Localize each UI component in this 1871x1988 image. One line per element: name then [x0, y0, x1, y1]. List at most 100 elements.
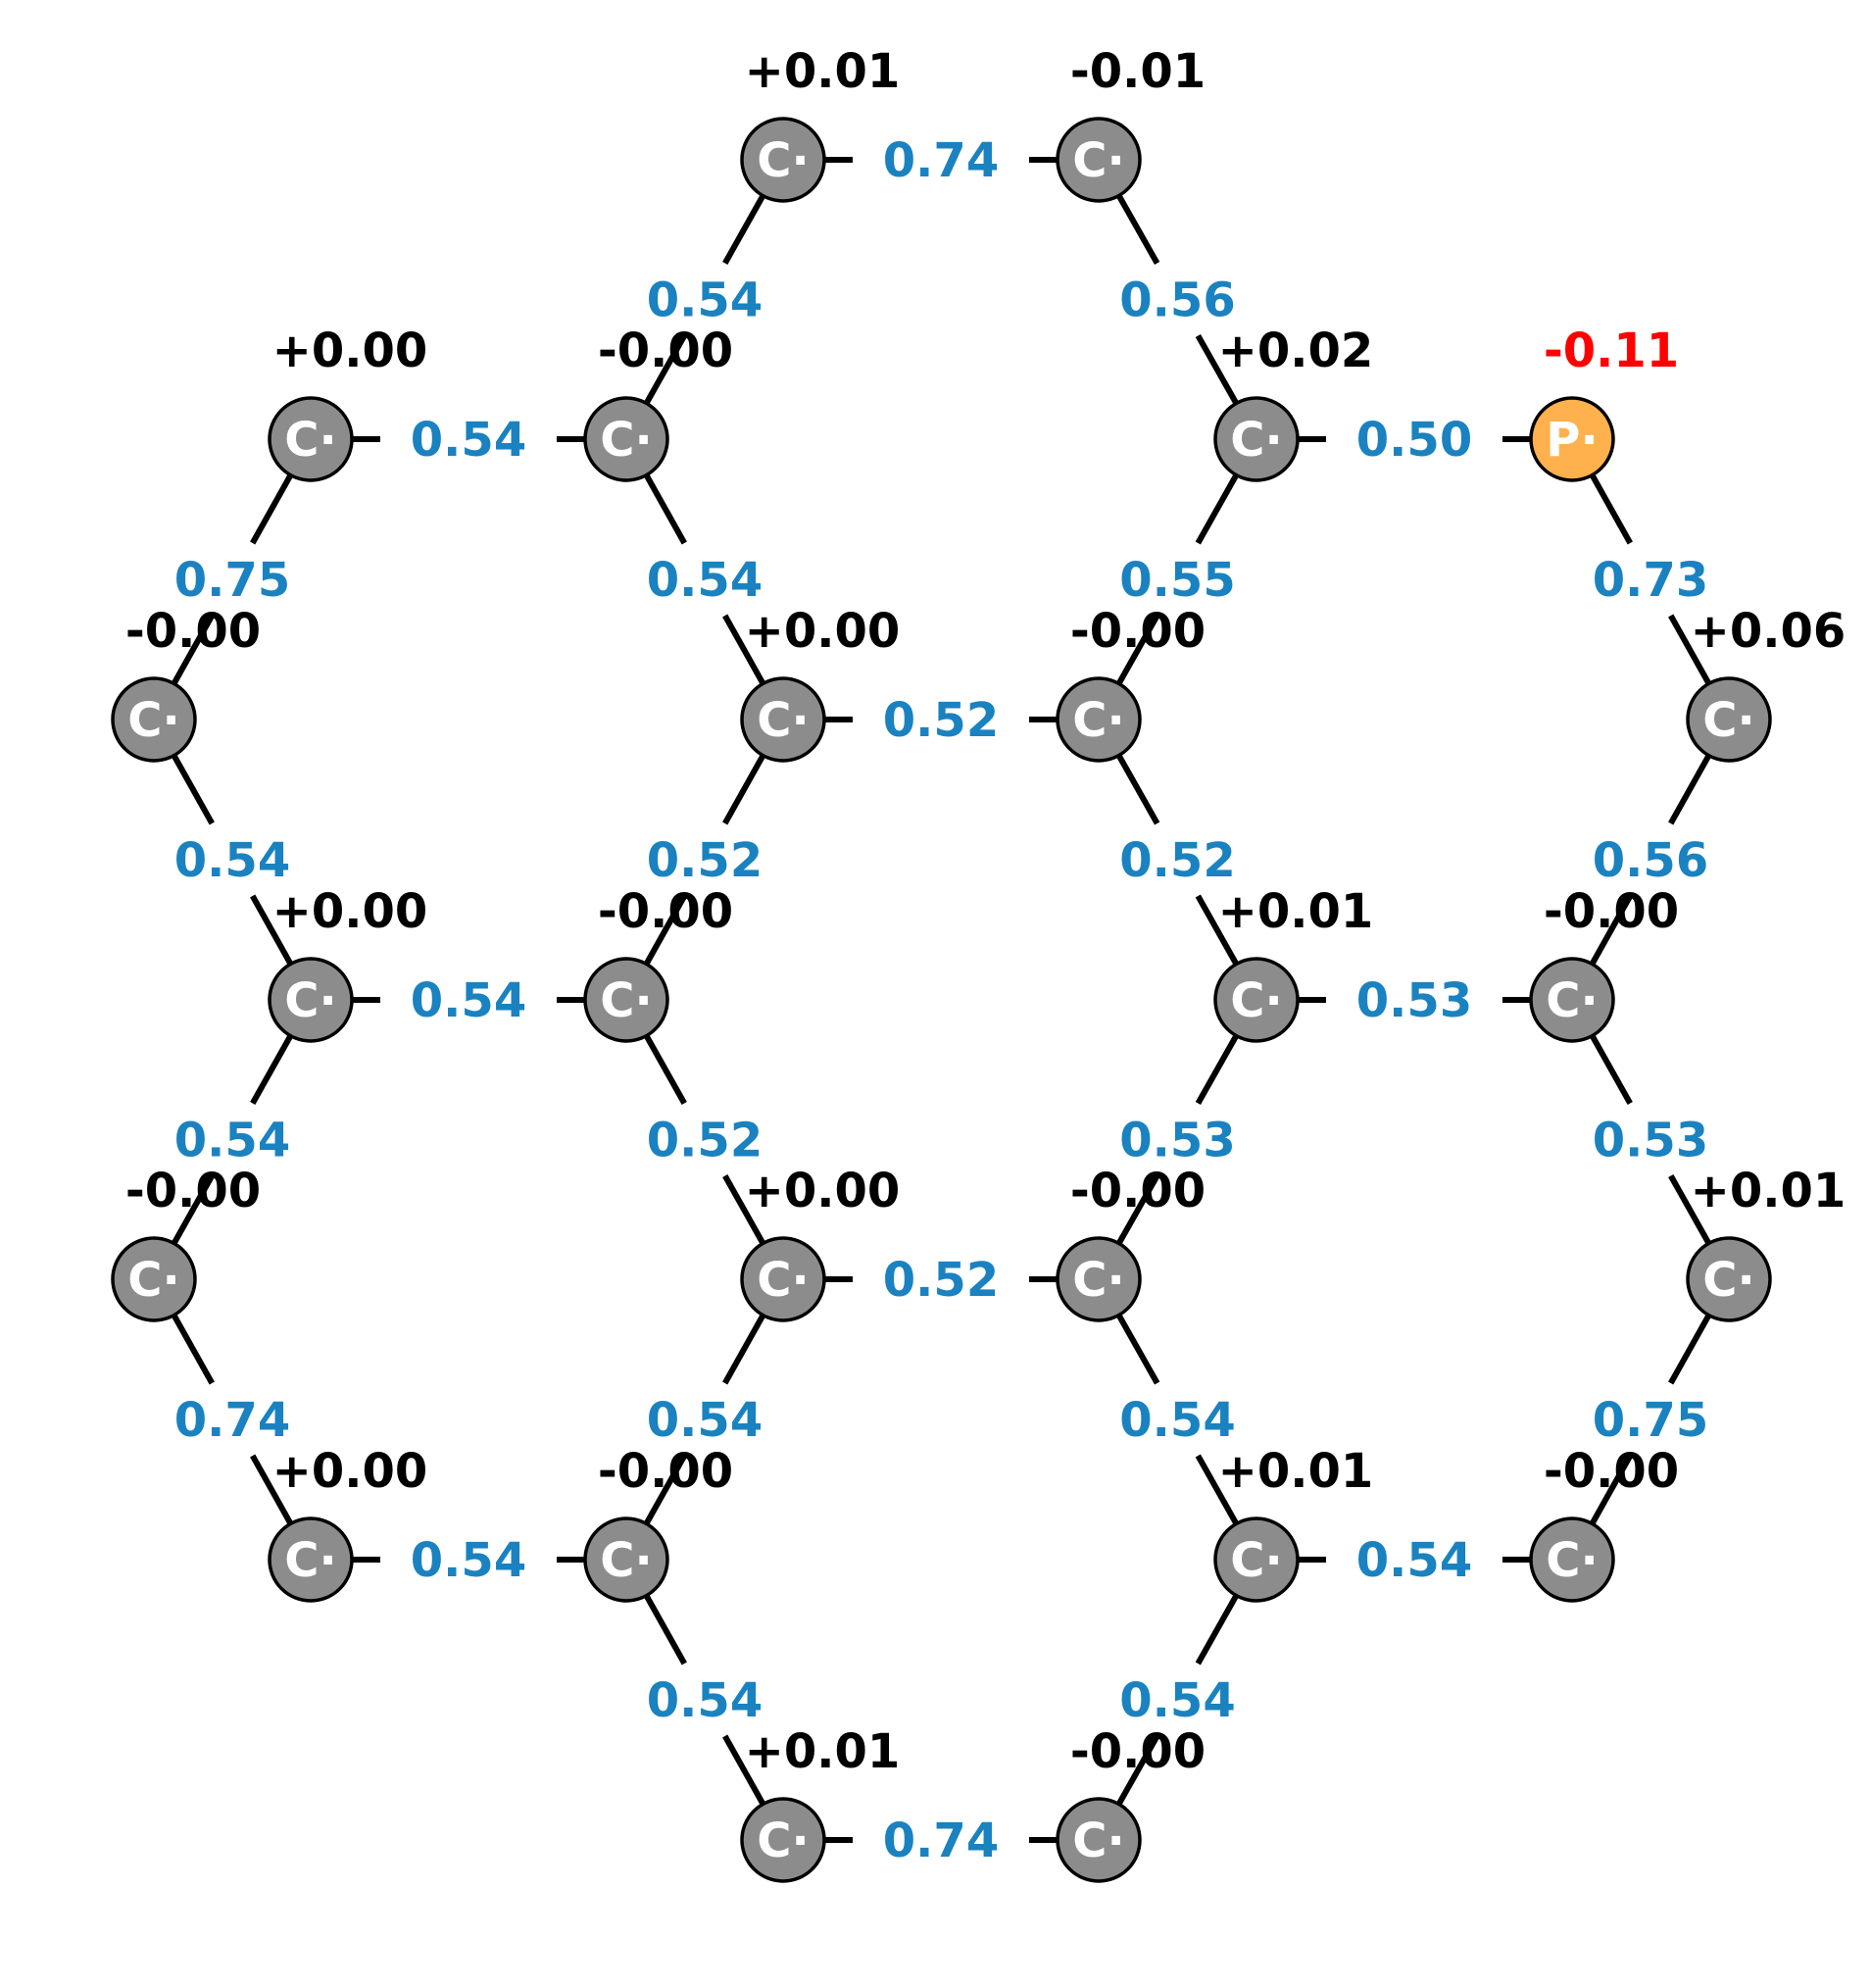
bond-order-label: 0.53	[1119, 1114, 1235, 1168]
atom-charge-label: -0.00	[125, 1164, 261, 1218]
bond-order-label: 0.74	[883, 133, 999, 188]
bond-order-label: 0.74	[174, 1393, 290, 1448]
bond-order-label: 0.53	[1356, 973, 1472, 1028]
atom-charge-label: +0.01	[1218, 1444, 1374, 1499]
carbon-atom	[1529, 957, 1615, 1043]
atom-charge-label: -0.01	[1070, 44, 1206, 99]
atom-charge-label: +0.00	[272, 1444, 428, 1499]
atom-charge-label: -0.00	[125, 604, 261, 659]
bond-order-label: 0.54	[174, 833, 290, 888]
atom-charge-label: +0.02	[1218, 323, 1374, 378]
bond-order-label: 0.50	[1356, 413, 1472, 468]
bond-order-label: 0.54	[411, 973, 526, 1028]
atom-symbol: C·	[757, 693, 809, 748]
atom-symbol: C·	[1072, 1253, 1124, 1308]
carbon-atom	[740, 676, 826, 763]
bond-order-label: 0.54	[647, 273, 763, 328]
atom-charge-label: -0.00	[1070, 1164, 1206, 1218]
carbon-atom	[740, 117, 826, 203]
atom-symbol: C·	[284, 413, 336, 468]
carbon-atom	[1213, 396, 1300, 482]
carbon-atom	[740, 1236, 826, 1322]
carbon-atom	[111, 676, 197, 763]
atom-charge-label: -0.00	[598, 884, 733, 939]
atom-symbol: C·	[1546, 973, 1598, 1028]
bond-order-label: 0.55	[1119, 553, 1235, 608]
atom-symbol: C·	[757, 133, 809, 188]
carbon-atom	[583, 396, 669, 482]
atom-charge-label: -0.00	[1070, 604, 1206, 659]
atom-symbol: C·	[757, 1253, 809, 1308]
atom-symbol: C·	[284, 1533, 336, 1588]
carbon-atom	[740, 1797, 826, 1883]
carbon-atom	[1056, 1797, 1142, 1883]
carbon-atom	[1529, 1516, 1615, 1603]
atom-symbol: C·	[1546, 1533, 1598, 1588]
bond-order-label: 0.74	[883, 1814, 999, 1868]
carbon-atom	[1213, 1516, 1300, 1603]
atom-charge-label: +0.00	[745, 1164, 901, 1218]
bond-order-label: 0.56	[1119, 273, 1235, 328]
atom-symbol: C·	[757, 1814, 809, 1868]
carbon-atom	[583, 1516, 669, 1603]
carbon-atom	[268, 396, 354, 482]
atom-charge-label: -0.00	[598, 1444, 733, 1499]
bond-order-label: 0.52	[883, 1253, 999, 1308]
bonds-layer: 0.74 0.54 0.56 0.54 0.75 0.54 0.50 0.55 0.73 0.52…	[151, 133, 1732, 1868]
carbon-atom	[1056, 1236, 1142, 1322]
phosphorus-atom	[1529, 396, 1615, 482]
bond-order-label: 0.54	[411, 413, 526, 468]
atom-charge-label: -0.00	[598, 323, 733, 378]
atom-charge-label: +0.00	[272, 884, 428, 939]
carbon-atom	[1056, 676, 1142, 763]
atom-charge-label: -0.00	[1070, 1724, 1206, 1779]
bond-order-label: 0.75	[1593, 1393, 1708, 1448]
bond-order-label: 0.56	[1593, 833, 1708, 888]
bond-order-label: 0.54	[411, 1533, 526, 1588]
carbon-atom	[583, 957, 669, 1043]
carbon-atom	[1213, 957, 1300, 1043]
bond-order-label: 0.52	[883, 693, 999, 748]
bond-order-label: 0.54	[647, 1673, 763, 1728]
atom-symbol: C·	[1072, 133, 1124, 188]
atom-symbol: C·	[1702, 693, 1754, 748]
atom-charge-label: +0.00	[272, 323, 428, 378]
atoms-layer: C· C· C· C· C· P· C· C· C· C· C· C· C· C· C· C· C· C· C· C·…	[111, 117, 1772, 1883]
atom-symbol: C·	[1230, 1533, 1282, 1588]
bond-order-label: 0.54	[1119, 1393, 1235, 1448]
atom-symbol: C·	[600, 973, 652, 1028]
carbon-atom	[268, 1516, 354, 1603]
bond-order-label: 0.75	[174, 553, 290, 608]
bond-order-label: 0.73	[1593, 553, 1708, 608]
atom-symbol: C·	[127, 693, 179, 748]
atom-symbol: C·	[1072, 1814, 1124, 1868]
atom-symbol: C·	[600, 413, 652, 468]
atom-charge-label: +0.00	[745, 604, 901, 659]
carbon-atom	[268, 957, 354, 1043]
carbon-atom	[1686, 676, 1772, 763]
atom-symbol: C·	[1230, 973, 1282, 1028]
bond-order-label: 0.52	[1119, 833, 1235, 888]
atom-charge-label: +0.01	[1691, 1164, 1846, 1218]
bond-order-label: 0.54	[1356, 1533, 1472, 1588]
carbon-atom	[111, 1236, 197, 1322]
atom-charge-label: +0.01	[745, 44, 901, 99]
bond-order-label: 0.52	[647, 833, 763, 888]
bond-order-label: 0.52	[647, 1114, 763, 1168]
atom-symbol: C·	[600, 1533, 652, 1588]
atom-charge-label: +0.01	[1218, 884, 1374, 939]
bond-order-label: 0.54	[647, 553, 763, 608]
charges-layer: +0.01 -0.01 +0.00 -0.00 +0.02 -0.11 -0.00 +0.00…	[125, 44, 1846, 1779]
atom-symbol: C·	[284, 973, 336, 1028]
bond-order-label: 0.54	[647, 1393, 763, 1448]
bond-order-label: 0.54	[1119, 1673, 1235, 1728]
atom-charge-label: -0.11	[1544, 323, 1679, 378]
atom-symbol: C·	[1702, 1253, 1754, 1308]
atom-charge-label: -0.00	[1544, 1444, 1679, 1499]
atom-symbol: C·	[127, 1253, 179, 1308]
bond-order-label: 0.54	[174, 1114, 290, 1168]
atom-symbol: C·	[1072, 693, 1124, 748]
bond-order-label: 0.53	[1593, 1114, 1708, 1168]
atom-symbol: P·	[1546, 413, 1598, 468]
